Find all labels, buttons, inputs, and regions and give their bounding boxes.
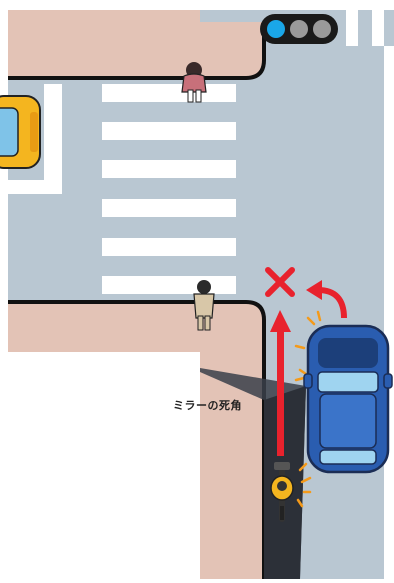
taxi-car: [0, 96, 40, 168]
signal-green-light: [267, 20, 285, 38]
signal-red-light: [313, 20, 331, 38]
left-margin: [0, 0, 8, 579]
traffic-signal: [260, 14, 338, 44]
bottom-left-margin: [0, 352, 200, 579]
top-margin: [0, 0, 394, 10]
signal-yellow-light: [290, 20, 308, 38]
left-road-marking: [44, 84, 62, 194]
lane-marking-2: [372, 10, 384, 46]
right-margin: [384, 46, 394, 579]
left-stop-line: [8, 180, 62, 194]
lane-marking-1: [346, 10, 358, 46]
blue-car: [304, 326, 392, 472]
mirror-blind-spot-label: ミラーの死角: [173, 397, 242, 413]
